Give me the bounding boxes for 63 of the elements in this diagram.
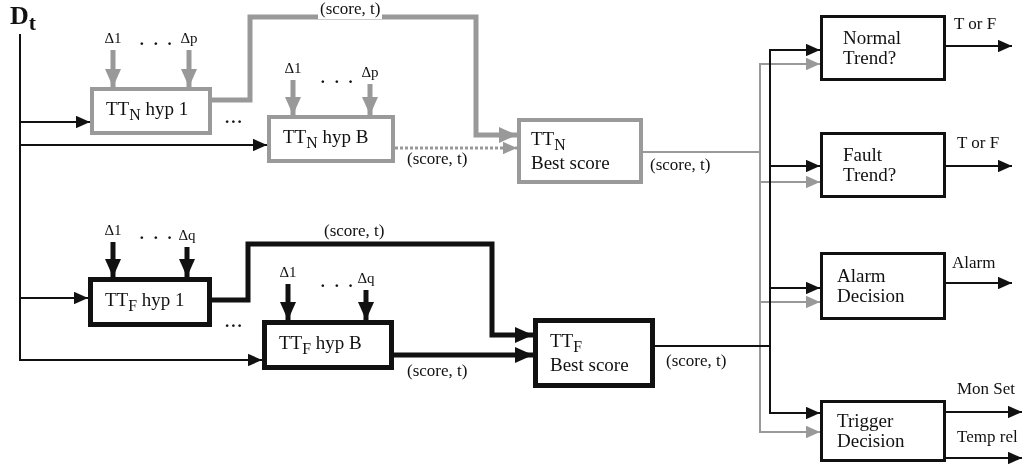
box-label: Best score <box>550 355 629 376</box>
arrow <box>362 84 378 115</box>
ellipsis: ... <box>225 108 244 128</box>
arrow <box>285 80 301 115</box>
box-label: TT$_{N}$ hyp 1 <box>106 98 189 124</box>
process-box <box>517 118 643 184</box>
arrow <box>179 247 195 277</box>
arrow <box>945 276 1013 290</box>
process-box <box>820 252 946 320</box>
arrow <box>181 50 197 87</box>
edge-label: (score, t) <box>318 0 383 19</box>
process-box <box>533 318 655 388</box>
box-label: Normal Trend? <box>843 28 903 68</box>
arrow <box>945 159 1013 173</box>
process-box <box>820 15 946 81</box>
parameter-label: Δq <box>357 271 375 287</box>
box-label: Fault Trend? <box>843 145 898 185</box>
parameter-label: Δp <box>180 31 198 47</box>
ellipsis: ... <box>225 312 244 332</box>
parameter-label: Δp <box>361 65 379 81</box>
parameter-label: Δ1 <box>284 61 302 77</box>
arrow <box>105 50 121 87</box>
box-label: TT$_{N}$ <box>531 128 566 154</box>
parameter-label: Δ1 <box>279 265 297 281</box>
process-box <box>820 132 946 198</box>
arrow <box>105 242 121 277</box>
box-label: TT$_{N}$ hyp B <box>283 126 369 152</box>
arrow <box>394 347 533 363</box>
process-box <box>262 320 394 370</box>
ellipsis: · · · <box>320 72 356 92</box>
edge-label: Temp rel <box>955 428 1020 447</box>
input-label: D$_{t}$ <box>10 1 36 35</box>
process-box <box>267 115 395 163</box>
arrow <box>212 14 517 143</box>
parameter-label: Δ1 <box>104 31 122 47</box>
parameter-label: Δ1 <box>104 223 122 239</box>
arrow <box>19 33 263 367</box>
process-box <box>88 277 212 327</box>
edge-label: (score, t) <box>664 352 729 371</box>
box-label: TT$_{F}$ <box>550 330 583 356</box>
box-label: Alarm Decision <box>837 266 906 306</box>
box-label: Best score <box>531 153 610 174</box>
arrow <box>945 405 1023 419</box>
edge-label: (score, t) <box>322 222 387 241</box>
ellipsis: · · · <box>320 276 356 296</box>
ellipsis: · · · <box>139 34 175 54</box>
arrow <box>945 451 1023 465</box>
ellipsis: · · · <box>139 228 175 248</box>
process-box <box>820 400 946 462</box>
arrow <box>654 345 821 420</box>
arrow <box>945 39 1013 53</box>
arrow <box>212 241 533 343</box>
box-label: Trigger Decision <box>837 411 906 451</box>
box-label: TT$_{F}$ hyp 1 <box>105 289 185 315</box>
edge-label: (score, t) <box>405 362 470 381</box>
parameter-label: Δq <box>178 228 196 244</box>
edge-label: (score, t) <box>405 150 470 169</box>
arrow <box>358 290 374 320</box>
process-box <box>90 87 212 135</box>
box-label: TT$_{F}$ hyp B <box>279 332 362 358</box>
arrow <box>280 284 296 320</box>
arrow <box>395 141 517 155</box>
edge-label: (score, t) <box>648 156 713 175</box>
